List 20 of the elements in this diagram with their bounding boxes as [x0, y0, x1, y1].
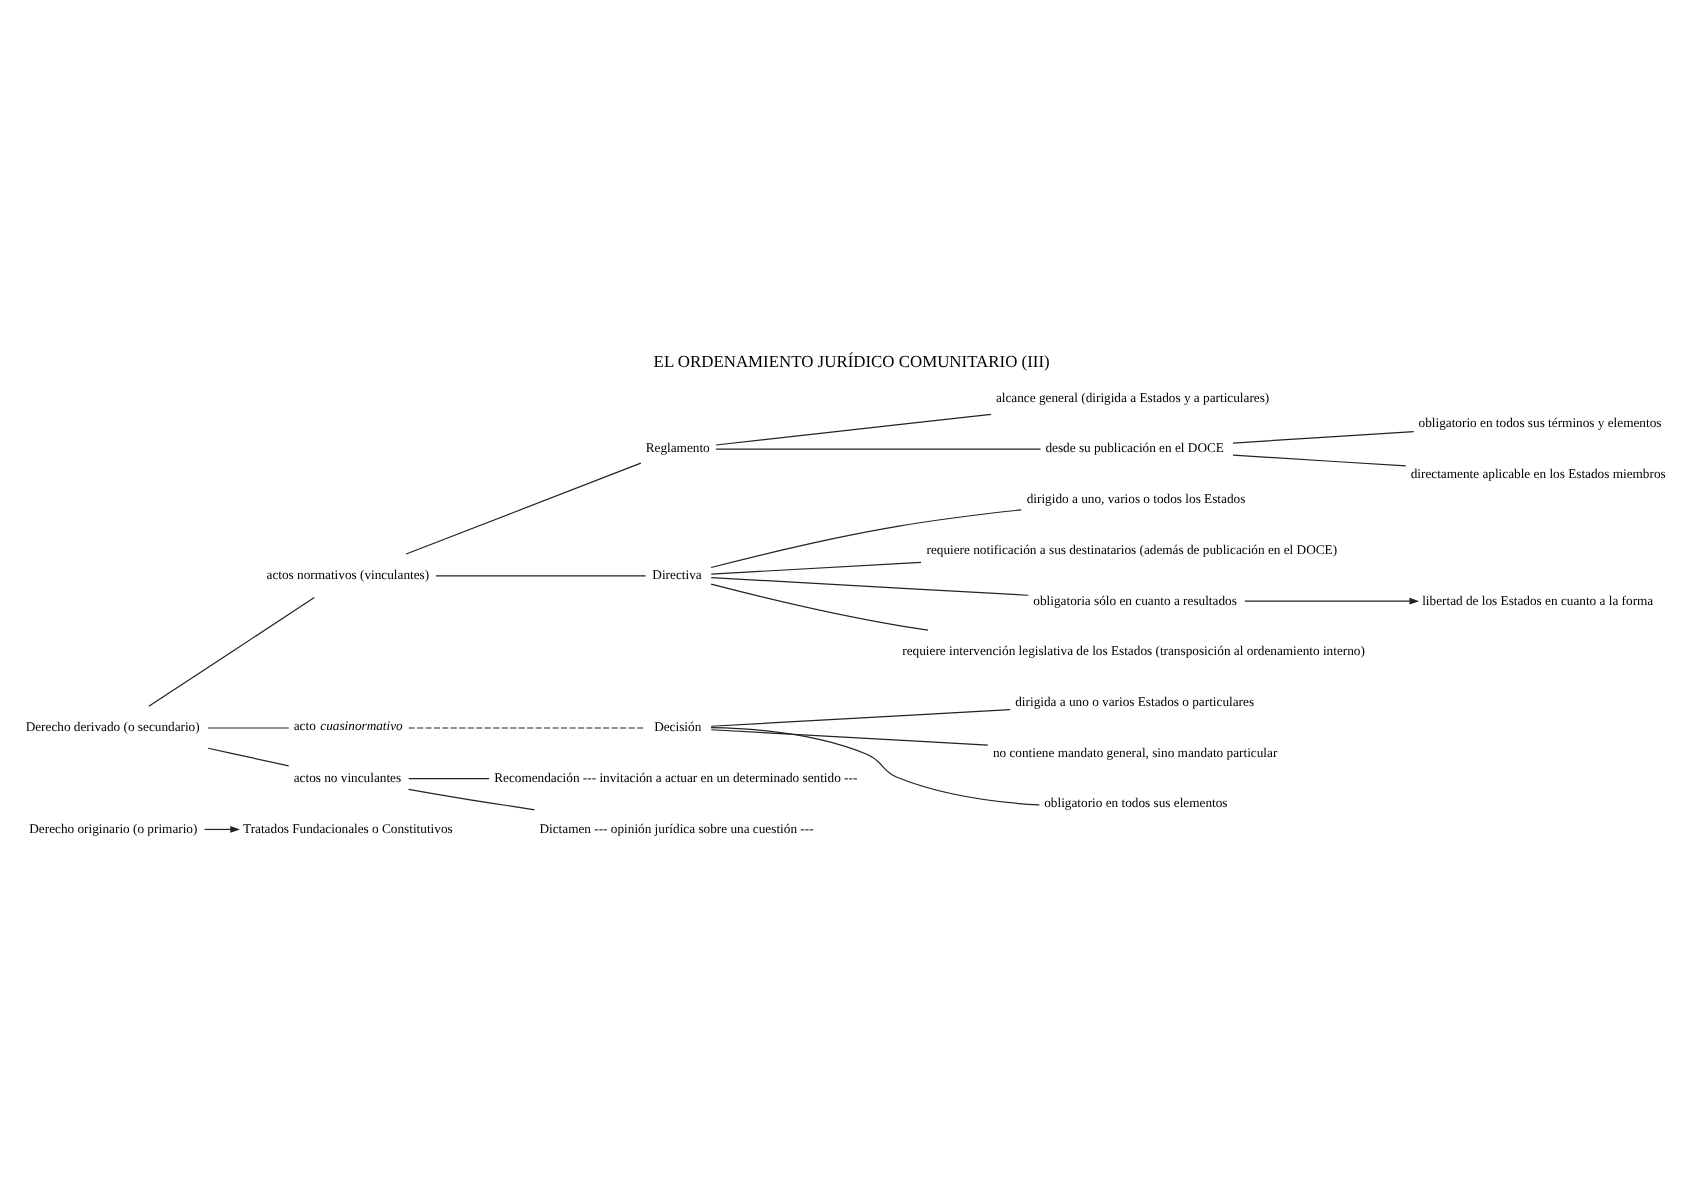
connector [710, 708, 1011, 726]
connector [408, 777, 490, 779]
connector [1232, 453, 1407, 466]
arrow [1244, 596, 1420, 604]
connector [435, 574, 647, 576]
connector [148, 596, 315, 706]
connector [710, 576, 1030, 595]
connector [710, 508, 1022, 568]
connector [715, 412, 992, 445]
connector [715, 447, 1042, 449]
connector [405, 461, 642, 554]
diagram-title: EL ORDENAMIENTO JURÍDICO COMUNITARIO (III) [653, 350, 1050, 371]
connector [207, 746, 290, 766]
arrow [204, 825, 240, 832]
connector [407, 787, 536, 810]
connector [710, 726, 1040, 805]
connector [710, 728, 989, 745]
connector [710, 560, 922, 574]
connector [710, 582, 929, 630]
connector [1232, 430, 1415, 443]
